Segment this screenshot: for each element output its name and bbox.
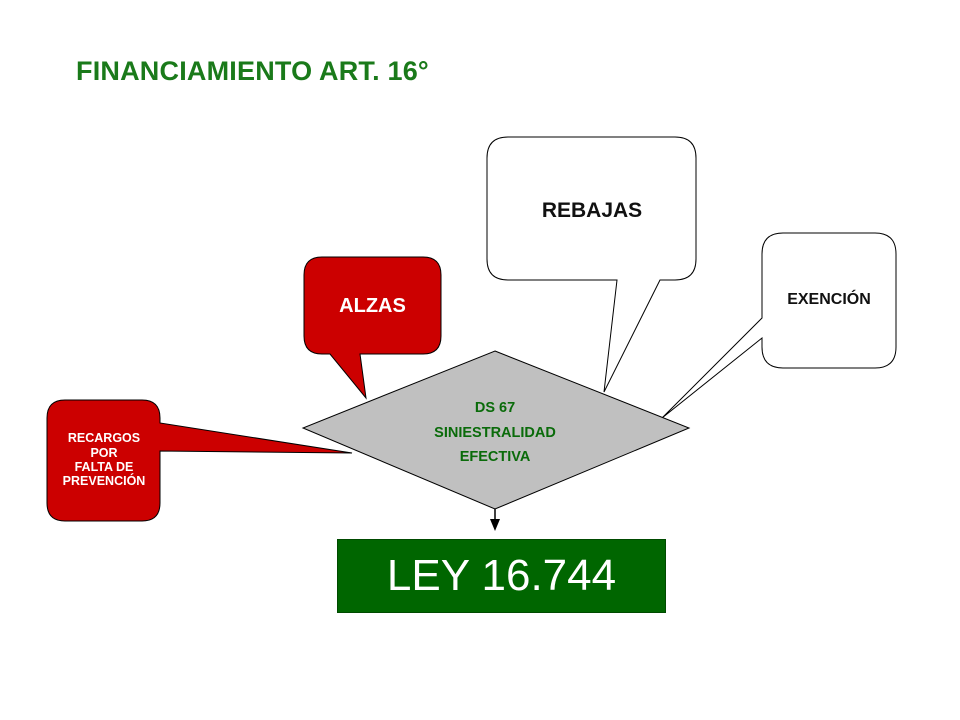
ley-label: LEY 16.744 (386, 551, 617, 600)
recargos-callout (46, 399, 353, 522)
ds67-label: DS 67 SINIESTRALIDAD EFECTIVA (400, 392, 590, 474)
page-title: FINANCIAMIENTO ART. 16° (76, 56, 429, 86)
recargos-line-3: FALTA DE (74, 460, 134, 474)
arrow-head (490, 519, 500, 531)
rebajas-callout (486, 136, 697, 393)
exencion-label: EXENCIÓN (787, 291, 871, 308)
alzas-callout (303, 256, 442, 400)
ds67-line-3: EFECTIVA (459, 449, 531, 466)
alzas-label: ALZAS (339, 295, 406, 317)
ds67-line-1: DS 67 (474, 400, 516, 417)
ds67-line-2: SINIESTRALIDAD (434, 424, 556, 441)
exencion-callout (661, 232, 897, 419)
recargos-line-1: RECARGOS (67, 431, 141, 446)
recargos-label: RECARGOS POR FALTA DE PREVENCIÓN (47, 422, 161, 498)
ley-box: LEY 16.744 (337, 539, 666, 613)
recargos-line-2: POR (90, 445, 118, 460)
recargos-line-4: PREVENCIÓN (62, 474, 146, 489)
rebajas-label: REBAJAS (541, 198, 643, 222)
